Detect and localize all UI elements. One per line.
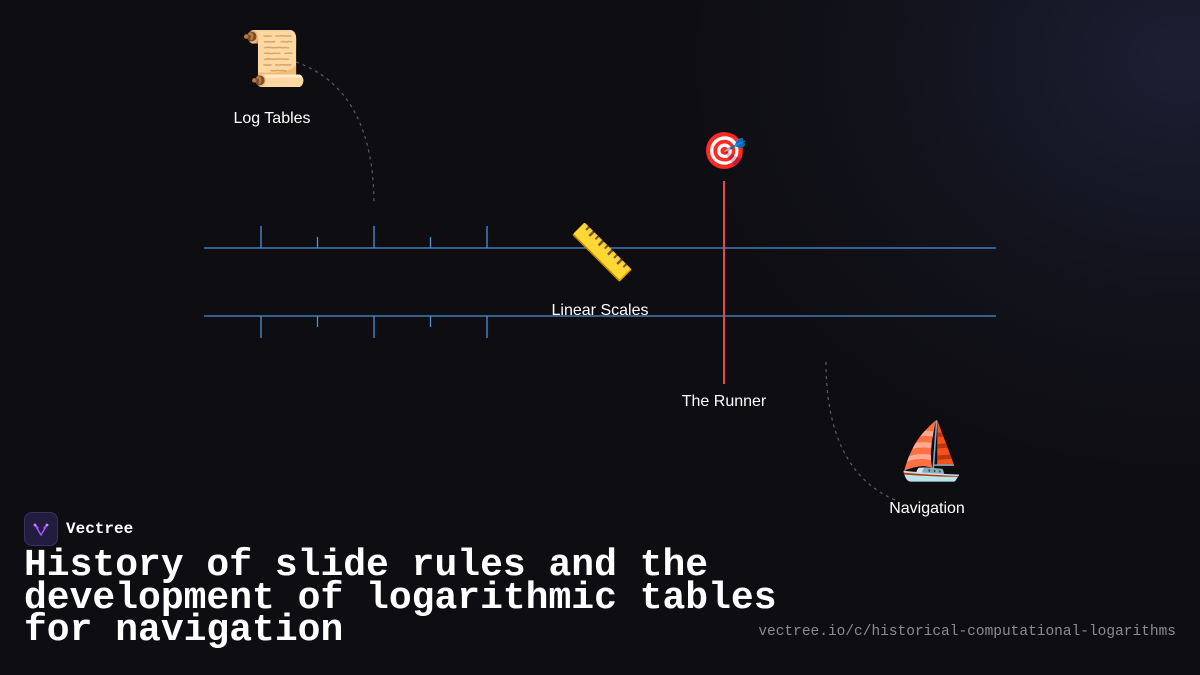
navigation-label: Navigation [889,500,965,517]
source-url: vectree.io/c/historical-computational-lo… [758,624,1176,640]
vectree-logo-icon [24,512,58,546]
upper-scale [204,226,996,249]
page-title: History of slide rules and the developme… [24,544,777,652]
lower-scale [204,315,996,338]
runner-label: The Runner [681,393,767,410]
linear-scales-label: Linear Scales [551,302,649,319]
sailboat-icon: ⛵ [896,419,966,484]
log-tables-label: Log Tables [233,110,311,127]
connector-log-tables [295,61,375,206]
target-icon: 🎯 [702,131,747,172]
brand: Vectree [24,512,133,546]
brand-name: Vectree [66,520,134,538]
connector-navigation [825,361,896,501]
ruler-icon: 📏 [568,221,636,284]
scroll-icon: 📜 [240,27,308,90]
